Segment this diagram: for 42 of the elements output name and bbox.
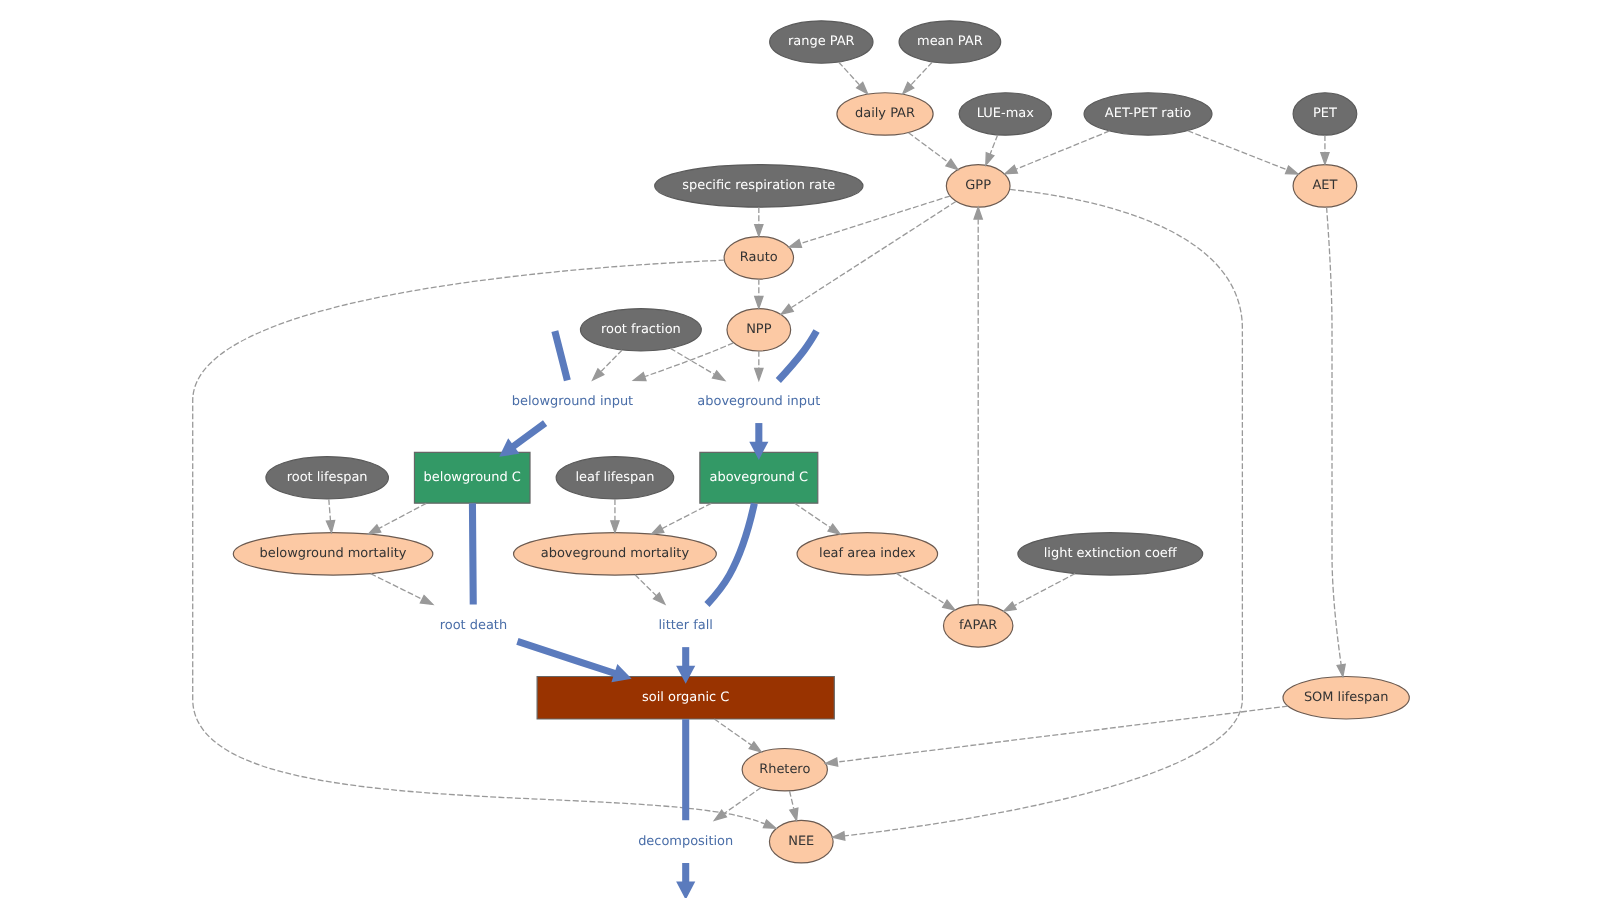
arrow: [590, 349, 622, 382]
arrow: [837, 61, 868, 96]
arrow: [712, 718, 762, 754]
arrow: [515, 638, 631, 683]
arrow: [787, 790, 798, 823]
arrow: [972, 205, 983, 606]
arrow: [633, 574, 666, 606]
arrow: [648, 502, 711, 535]
connector: [681, 719, 689, 821]
connector: [703, 502, 757, 607]
connector: [774, 329, 819, 383]
arrow: [668, 347, 726, 382]
arrow: [894, 572, 956, 612]
arrow: [1002, 130, 1110, 175]
arrow: [608, 498, 619, 535]
arrow: [786, 195, 950, 249]
arrow: [324, 498, 335, 535]
arrow: [365, 502, 426, 535]
arrow: [1324, 206, 1346, 679]
arrow: [675, 647, 695, 684]
arrow: [778, 200, 956, 316]
arrow: [191, 259, 777, 830]
arrow: [900, 61, 932, 96]
arrow: [752, 350, 763, 383]
arrow: [675, 862, 695, 898]
arrow: [793, 502, 841, 536]
arrow: [748, 423, 768, 460]
arrow: [1186, 130, 1299, 175]
arrow: [630, 342, 734, 382]
arrow: [906, 132, 959, 171]
arrow: [829, 188, 1243, 841]
connector: [467, 503, 476, 605]
arrow: [984, 134, 998, 167]
arrow: [752, 206, 763, 239]
arrow: [822, 705, 1288, 767]
arrow: [369, 573, 434, 606]
connector: [550, 330, 570, 382]
arrow: [498, 420, 547, 457]
arrow: [711, 787, 761, 822]
arrow: [1318, 134, 1329, 167]
arrow: [752, 278, 763, 311]
arrow: [1001, 572, 1075, 613]
